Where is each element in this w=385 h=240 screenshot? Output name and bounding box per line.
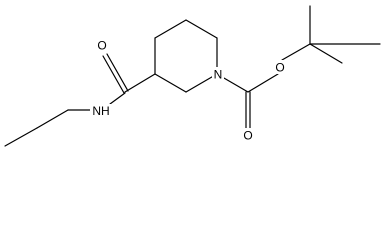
atom-nh-amide: NH [92, 104, 109, 118]
atom-o-carbonyl-right: O [243, 129, 252, 143]
atom-bg-ring-n [212, 67, 224, 81]
bond-carbonyl-ring [124, 73, 156, 93]
atom-o-carbonyl-left: O [97, 39, 106, 53]
atom-o-ester: O [275, 61, 284, 75]
bond-propyl-2 [36, 109, 69, 129]
bond-tbu-down [309, 43, 343, 64]
bond-propyl-1 [4, 127, 38, 147]
bond-ring-c3-c2 [154, 19, 187, 39]
bond-ring-c2-c1 [185, 19, 218, 39]
atom-bg-o-right [242, 128, 256, 142]
atom-n-ring: N [214, 68, 223, 82]
bond-carbonyl-ester-o [247, 73, 279, 93]
bond-carbonyl-o-left-a [102, 55, 125, 94]
structure-diagram: O NH N O O [4, 5, 381, 147]
bond-ring-c6-c5 [154, 73, 187, 93]
atom-bg-ester-o [273, 60, 287, 74]
bond-carbonyl-o-left-b [106, 53, 129, 92]
bond-nh-carbonyl [109, 92, 126, 105]
atom-bg-o-left [95, 38, 109, 52]
bond-ring-n-c6 [185, 73, 218, 93]
bond-ester-o-quaternary [281, 43, 311, 61]
atom-bg-nh [90, 104, 114, 118]
